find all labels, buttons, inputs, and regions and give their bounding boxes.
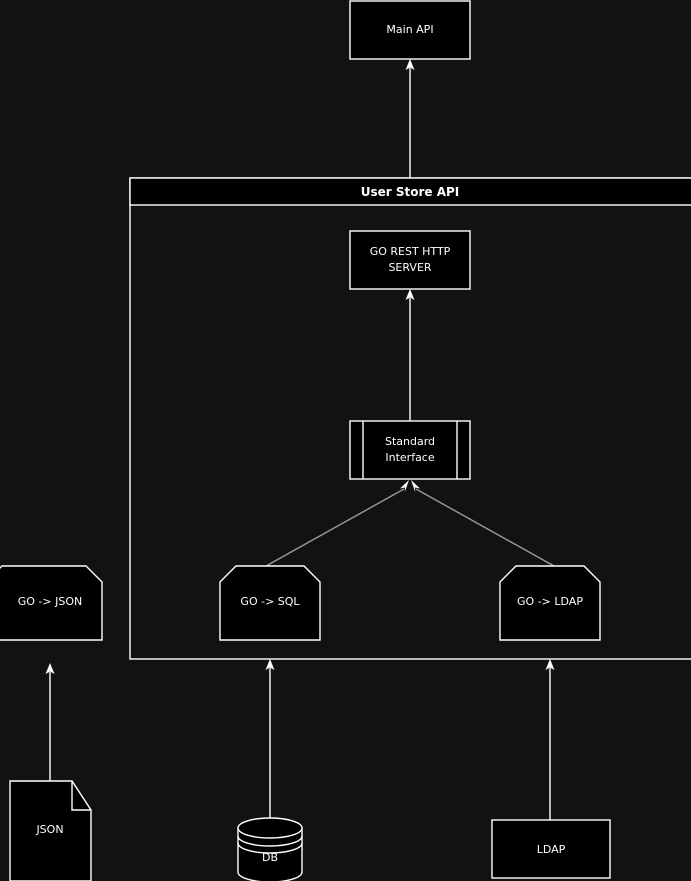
ldap-label: LDAP [537, 843, 566, 856]
edge-line-goldap-to-stdif [415, 488, 555, 567]
arrowhead-user-store-api-from-db [265, 659, 275, 670]
arrowhead-standard-interface-right [411, 480, 420, 492]
arrowhead-main-api [405, 59, 415, 70]
go-json-label: GO -> JSON [18, 595, 82, 608]
standard-interface-label-line1: Standard [385, 435, 435, 448]
go-ldap-shape [499, 565, 601, 641]
main-api-box [349, 0, 471, 60]
standard-interface-label-line2: Interface [385, 451, 434, 464]
go-ldap-label: GO -> LDAP [517, 595, 583, 608]
go-sql-shape [219, 565, 321, 641]
node-go-rest-http-server[interactable]: GO REST HTTP SERVER [349, 230, 471, 290]
node-standard-interface[interactable]: Standard Interface [349, 420, 471, 480]
go-rest-http-server-label-line1: GO REST HTTP [370, 245, 451, 258]
edge-go-ldap-to-standard-interface [411, 480, 555, 567]
db-cylinder-body [237, 827, 303, 881]
node-go-ldap[interactable]: GO -> LDAP [499, 565, 601, 641]
edge-json-file-to-go-json [45, 663, 55, 781]
go-rest-http-server-label-line2: SERVER [388, 261, 431, 274]
go-json-shape [0, 565, 103, 641]
edge-ldap-to-user-store-api [545, 659, 555, 820]
node-db[interactable]: DB [237, 817, 303, 881]
user-store-api-header-bar [129, 177, 691, 206]
json-file-fold-corner [71, 781, 91, 811]
go-sql-label: GO -> SQL [240, 595, 300, 608]
standard-interface-box [349, 420, 471, 480]
main-api-label: Main API [386, 23, 433, 36]
db-cylinder-ring-1 [237, 835, 303, 847]
db-label: DB [262, 851, 278, 864]
node-json-file[interactable]: JSON [9, 780, 92, 881]
json-file-label: JSON [35, 823, 63, 836]
arrowhead-go-json [45, 663, 55, 674]
edge-standard-interface-to-go-rest [405, 289, 415, 421]
db-cylinder-top-ellipse [237, 817, 303, 839]
edge-go-sql-to-standard-interface [265, 480, 409, 567]
db-cylinder-ring-2 [237, 842, 303, 854]
edge-user-store-api-to-main-api [405, 59, 415, 178]
edge-db-to-user-store-api [265, 659, 275, 820]
node-ldap[interactable]: LDAP [491, 819, 611, 879]
arrowhead-user-store-api-from-ldap [545, 659, 555, 670]
edge-line-gosql-to-stdif [265, 488, 405, 567]
user-store-api-label: User Store API [361, 185, 460, 199]
ldap-box [491, 819, 611, 879]
arrowhead-standard-interface-left [400, 480, 409, 492]
node-main-api[interactable]: Main API [349, 0, 471, 60]
node-go-sql[interactable]: GO -> SQL [219, 565, 321, 641]
go-rest-http-server-box [349, 230, 471, 290]
node-go-json[interactable]: GO -> JSON [0, 565, 103, 641]
json-file-shape [9, 780, 92, 881]
arrowhead-go-rest-http-server [405, 289, 415, 300]
